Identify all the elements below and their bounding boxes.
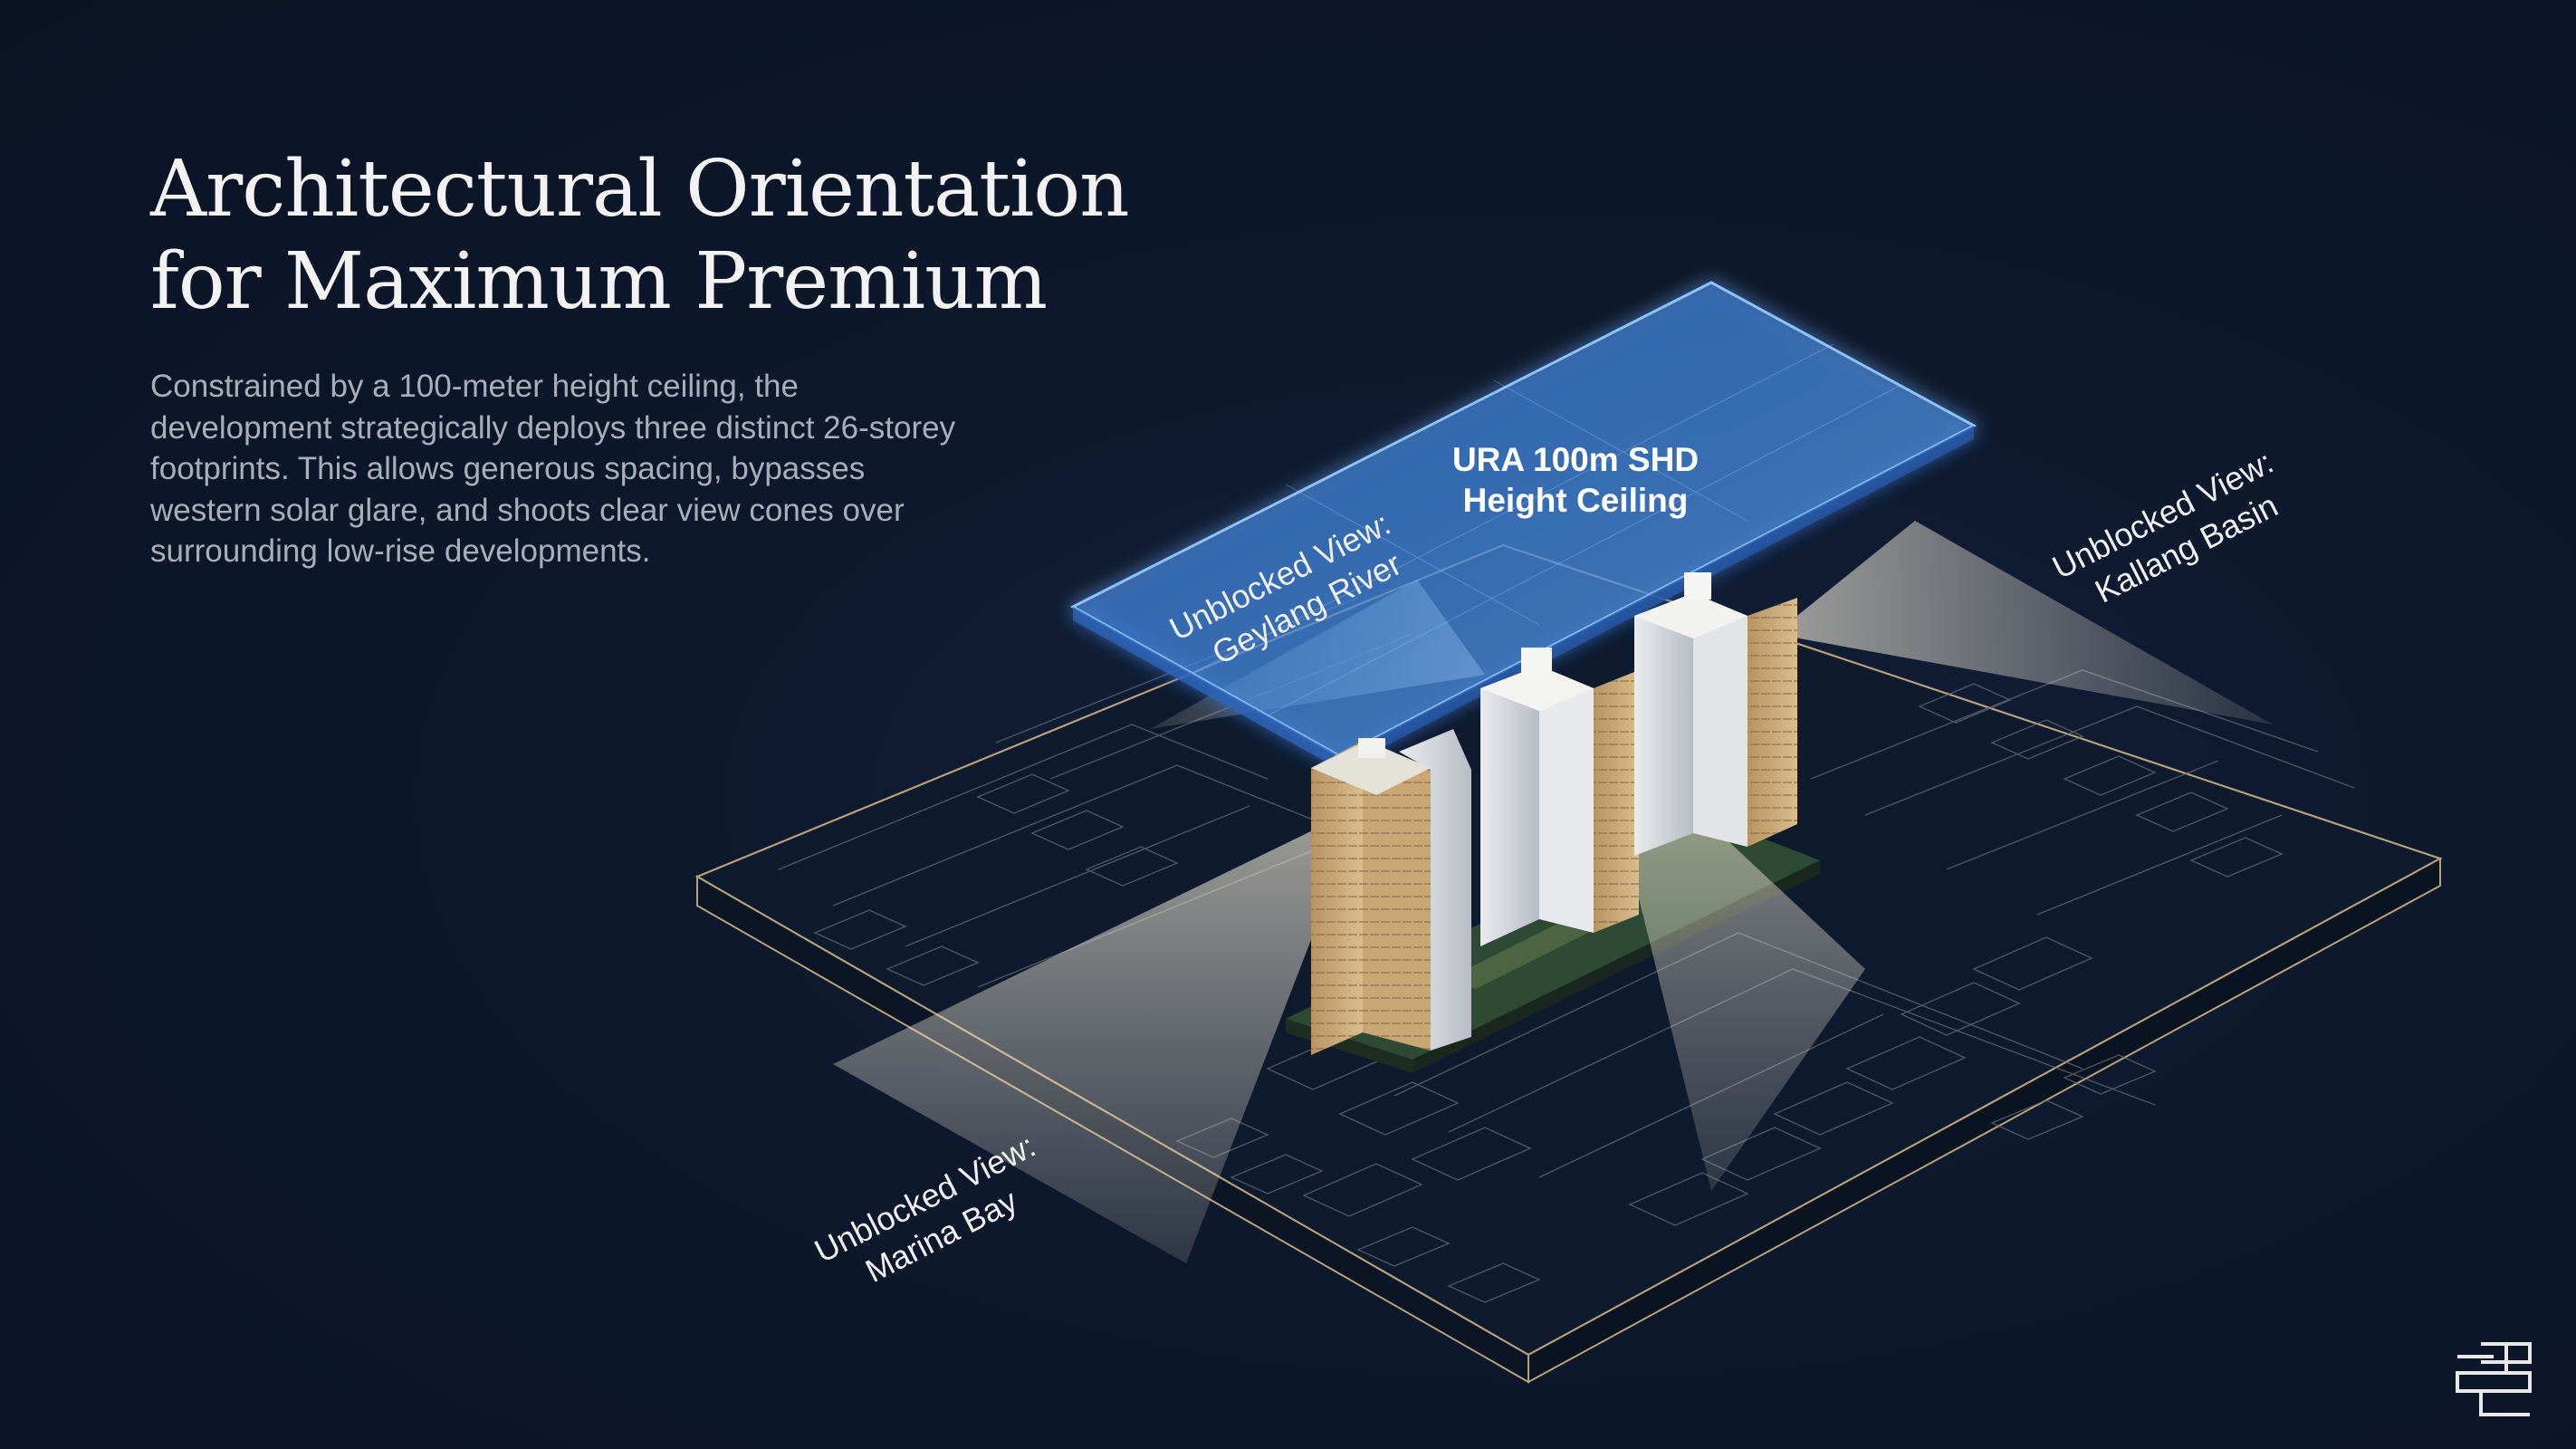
ceiling-label-line-1: URA 100m SHD — [1452, 441, 1699, 478]
view-cone-marina — [833, 806, 1363, 1263]
title-line-2: for Maximum Premium — [150, 236, 1048, 327]
view-label-kallang: Unblocked View: Kallang Basin — [2046, 443, 2284, 609]
view-label-marina: Unblocked View: Marina Bay — [809, 1127, 1041, 1290]
view-cone-kallang — [1775, 521, 2273, 724]
tower-right — [1634, 572, 1797, 856]
slide-title: Architectural Orientation for Maximum Pr… — [150, 143, 1146, 328]
description-paragraph: Constrained by a 100-meter height ceilin… — [150, 369, 956, 569]
ceiling-grid-lines — [1194, 343, 1902, 716]
ceiling-label: URA 100m SHD Height Ceiling — [1452, 441, 1699, 519]
brand-monogram-icon — [2456, 1342, 2532, 1416]
tower-middle — [1480, 648, 1639, 946]
tower-left — [1311, 729, 1471, 1055]
title-line-1: Architectural Orientation — [150, 144, 1130, 235]
ceiling-label-line-2: Height Ceiling — [1463, 482, 1689, 519]
